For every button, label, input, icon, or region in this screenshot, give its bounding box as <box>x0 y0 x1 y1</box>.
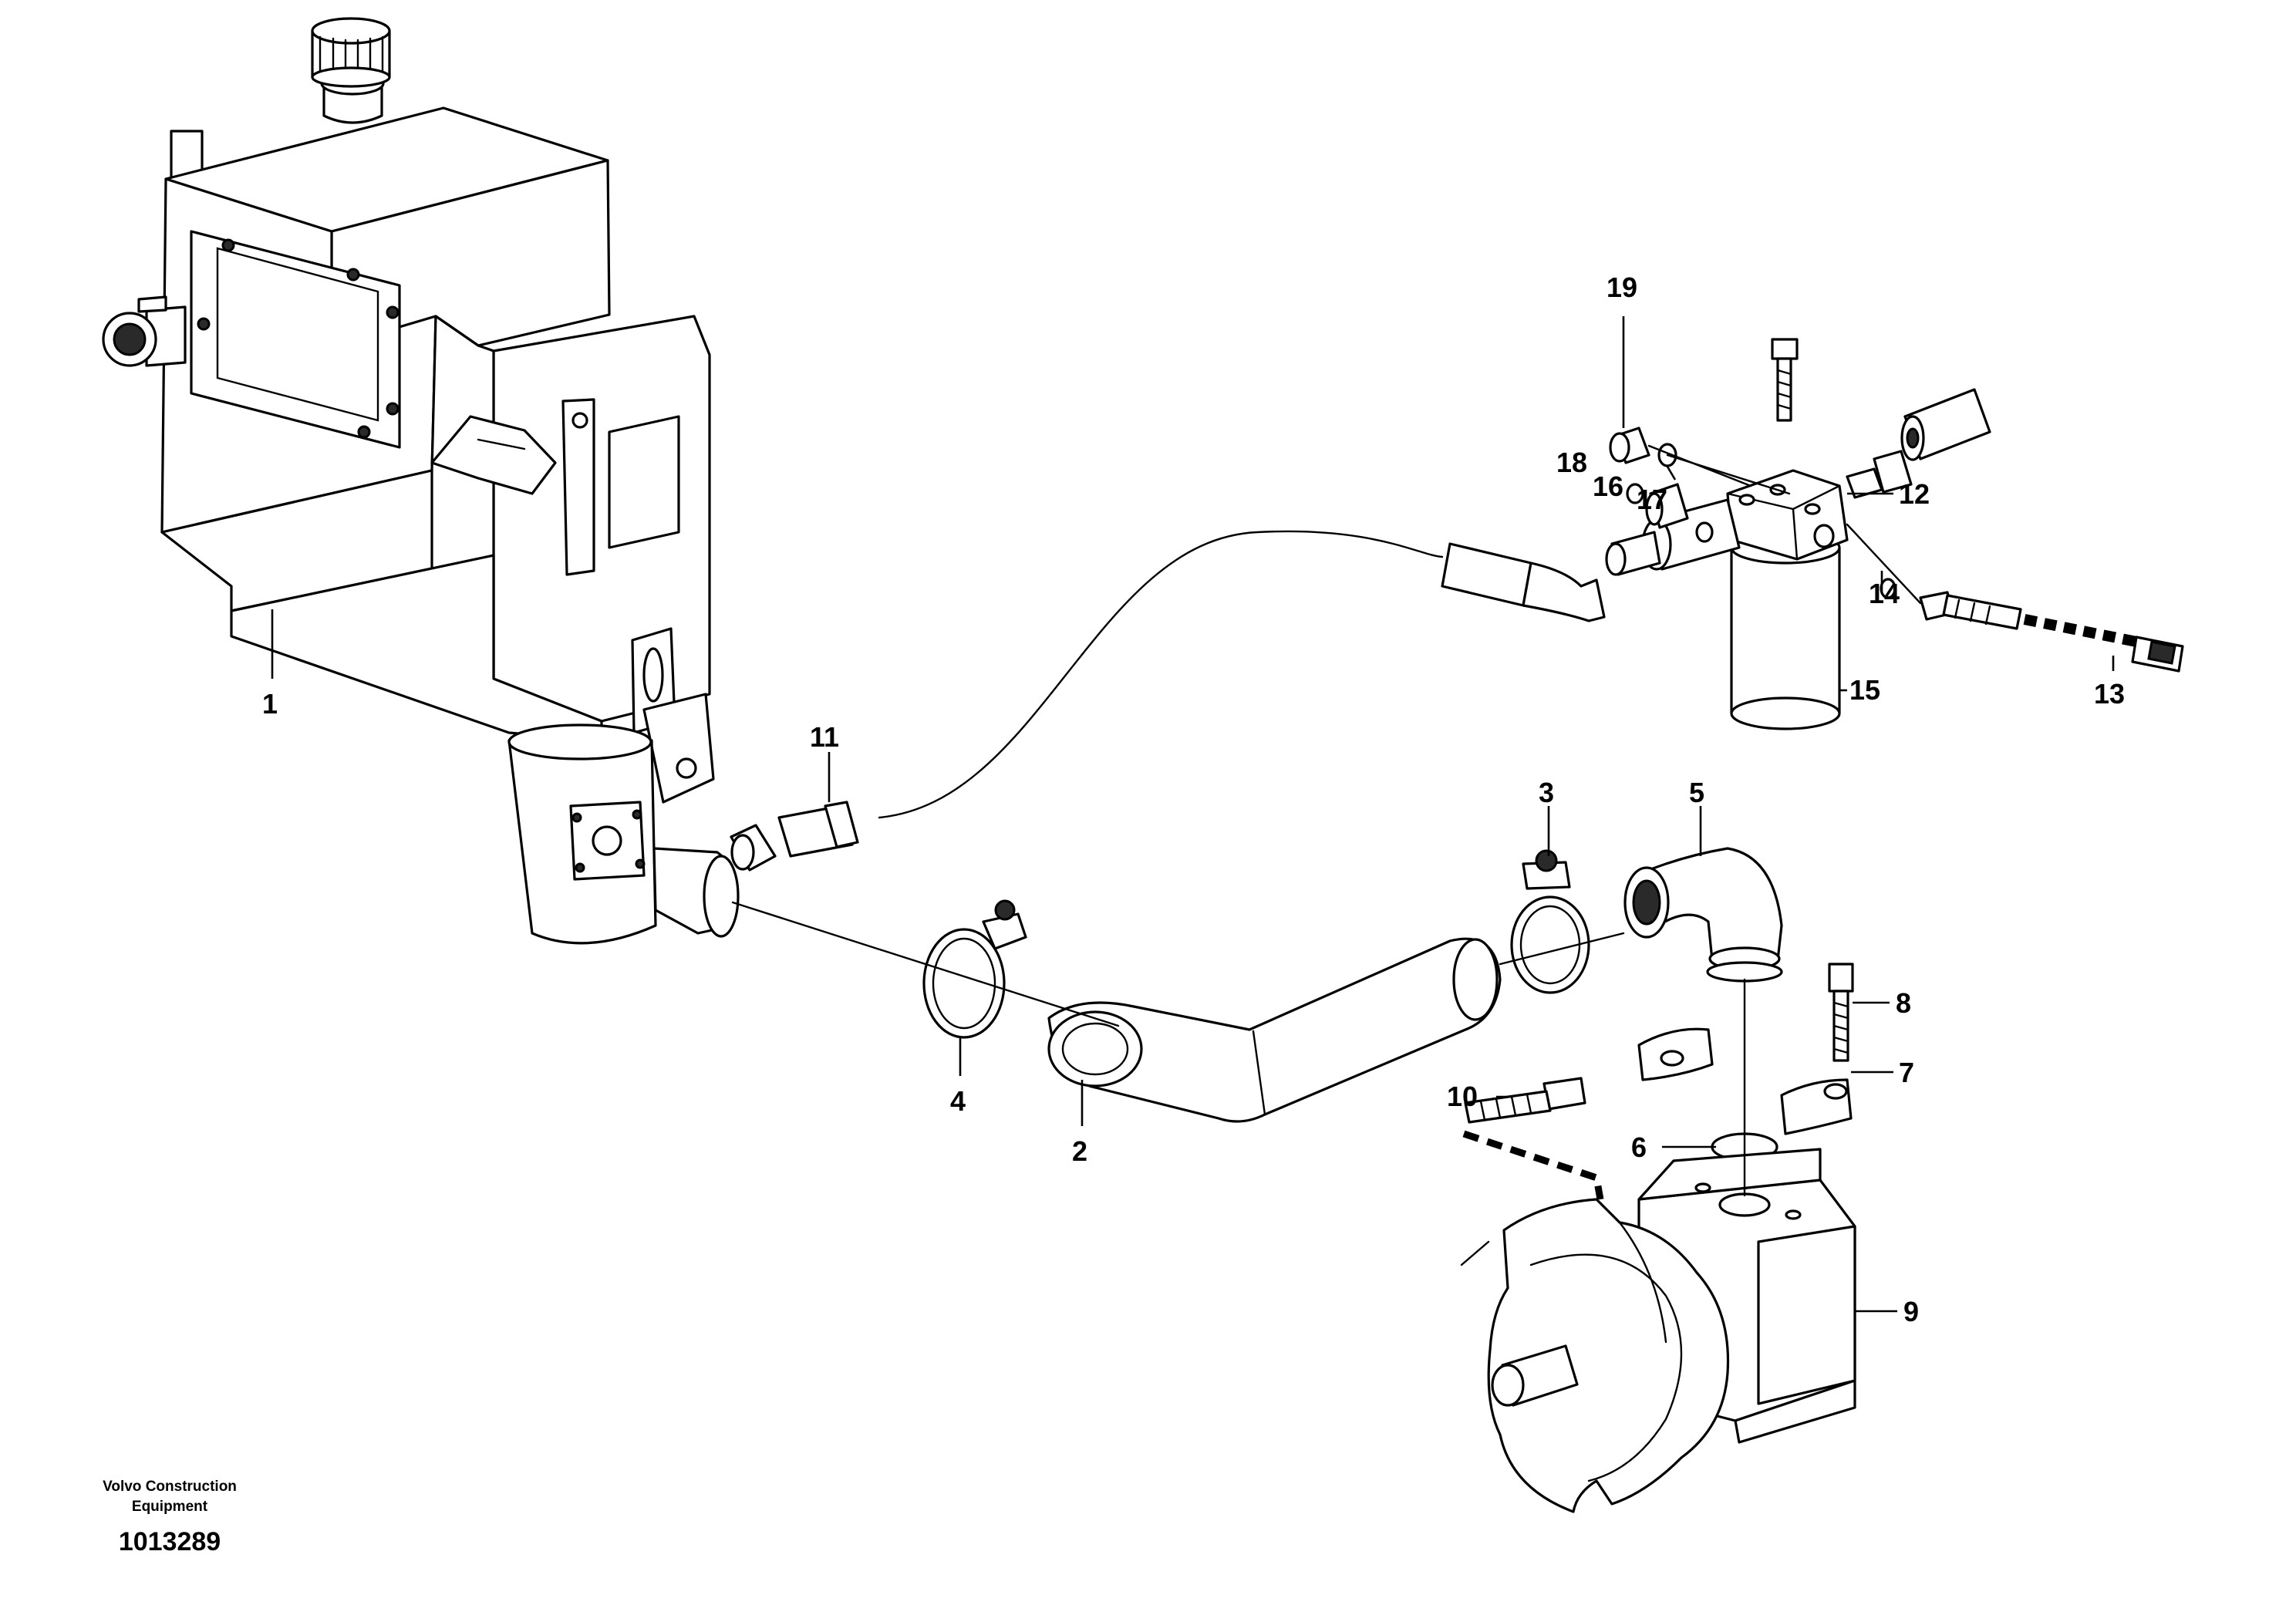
callout-18: 18 <box>1556 447 1587 478</box>
callout-2: 2 <box>1072 1135 1087 1167</box>
flange-bolt <box>1828 963 1854 1062</box>
callout-12: 12 <box>1899 478 1930 510</box>
split-flange <box>1637 1027 1853 1135</box>
callout-3: 3 <box>1539 777 1554 808</box>
callout-13: 13 <box>2094 678 2125 710</box>
callout-11: 11 <box>810 721 839 753</box>
alignment-dash-bolt <box>1462 1130 1604 1200</box>
callout-19: 19 <box>1607 271 1637 303</box>
leader-lines <box>271 316 2115 1313</box>
filter-assembly <box>1605 338 1991 730</box>
hose-clamp-left <box>922 899 1027 1039</box>
callout-5: 5 <box>1689 777 1704 808</box>
elbow-fitting <box>1623 847 1783 983</box>
callout-16: 16 <box>1593 470 1623 502</box>
footer-company-block: Volvo Construction Equipment 1013289 <box>69 1477 270 1557</box>
callout-14: 14 <box>1869 578 1900 609</box>
callout-7: 7 <box>1899 1057 1914 1088</box>
pressure-sensor <box>1919 591 2184 673</box>
callout-9: 9 <box>1903 1296 1919 1327</box>
drawing-number: 1013289 <box>118 1527 221 1556</box>
hose-clamp-right <box>1510 849 1590 994</box>
hydraulic-pump <box>1460 1148 1856 1513</box>
callout-10: 10 <box>1447 1081 1478 1112</box>
callout-1: 1 <box>262 688 278 720</box>
footer-company-line1: Volvo Construction <box>103 1479 237 1495</box>
suction-hose <box>1047 937 1502 1123</box>
callout-17: 17 <box>1637 484 1667 515</box>
callout-4: 4 <box>950 1085 966 1117</box>
hydraulic-tank <box>102 17 740 945</box>
hose-fitting <box>730 801 859 872</box>
drain-hose <box>878 530 1606 819</box>
pump-bolt <box>1464 1077 1586 1124</box>
callout-6: 6 <box>1631 1131 1647 1163</box>
footer-company-line2: Equipment <box>131 1499 208 1515</box>
callout-15: 15 <box>1849 674 1880 706</box>
callout-labels: 1 2 3 4 5 6 7 8 9 10 11 12 13 14 15 16 1… <box>262 271 2125 1327</box>
callout-8: 8 <box>1896 987 1911 1019</box>
